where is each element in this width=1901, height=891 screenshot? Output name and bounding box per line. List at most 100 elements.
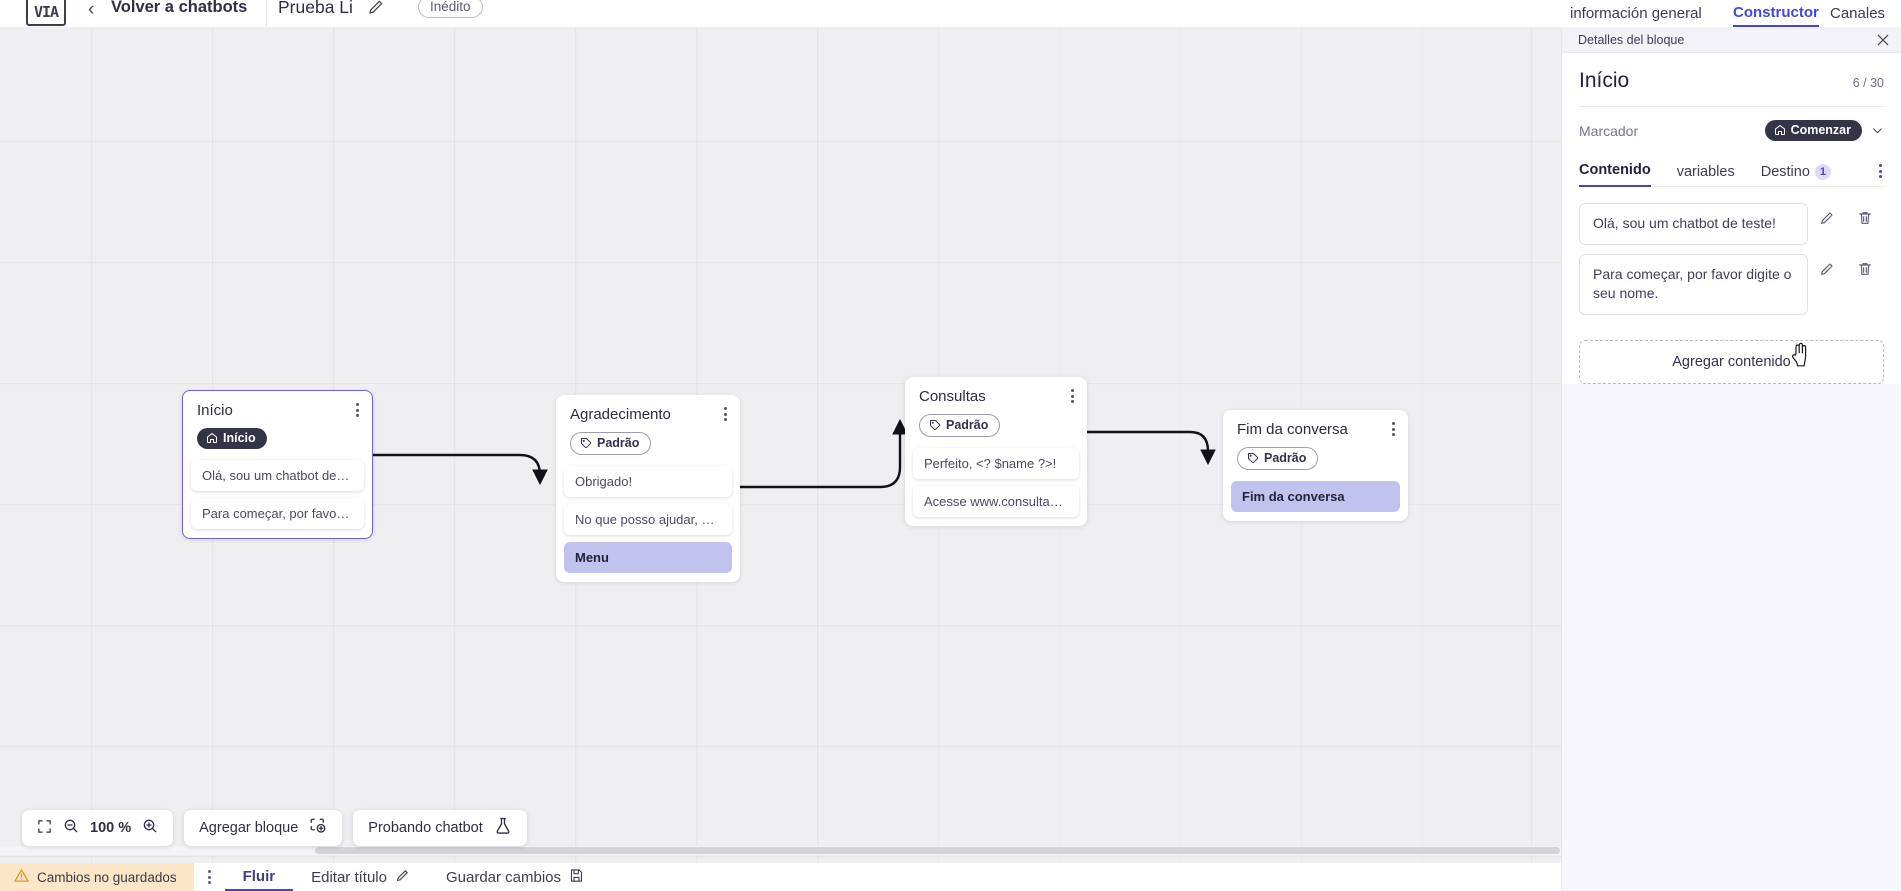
close-icon[interactable] [1875, 32, 1891, 48]
node-message[interactable]: Para começar, por favor digite o ... [191, 498, 364, 529]
save-changes-button[interactable]: Guardar cambios [428, 863, 602, 891]
node-header: Início Início [183, 391, 372, 456]
marker-row: Marcador Comenzar [1579, 107, 1884, 155]
marker-badge-label: Comenzar [1790, 123, 1851, 137]
node-menu-button[interactable] [1070, 389, 1074, 403]
flow-node-agradecimento[interactable]: Agradecimento Padrão Obrigado! No que po… [556, 395, 740, 582]
tab-informacion-general[interactable]: información general [1570, 5, 1702, 22]
edit-title-label: Editar título [311, 868, 387, 886]
node-message-menu[interactable]: Menu [564, 542, 732, 573]
node-title: Agradecimento [570, 406, 671, 423]
node-menu-button[interactable] [1391, 422, 1395, 436]
marker-label: Marcador [1579, 122, 1639, 139]
block-title: Início [1579, 69, 1630, 92]
marker-badge[interactable]: Comenzar [1764, 120, 1862, 141]
test-chatbot-button[interactable]: Probando chatbot [353, 810, 527, 846]
node-tag-badge[interactable]: Padrão [919, 414, 1001, 437]
edit-title-pencil-icon[interactable] [367, 0, 385, 16]
panel-header-title: Detalles del bloque [1578, 32, 1685, 47]
tag-icon [1248, 453, 1259, 464]
flow-canvas[interactable]: Início Início Olá, sou um chatbot de tes… [0, 27, 1561, 863]
statusbar-menu-button[interactable] [207, 870, 211, 884]
flow-node-fim-da-conversa[interactable]: Fim da conversa Padrão Fim da conversa [1223, 410, 1408, 521]
node-tag-label: Padrão [946, 418, 989, 432]
panel-header: Detalles del bloque [1562, 27, 1901, 53]
panel-tabs-menu-button[interactable] [1879, 164, 1882, 178]
node-tag-label: Padrão [1264, 451, 1307, 465]
statusbar-tab-fluir[interactable]: Fluir [224, 863, 294, 891]
block-details-panel: Detalles del bloque Início 6 / 30 Marcad… [1561, 27, 1901, 891]
node-header: Agradecimento Padrão [556, 395, 740, 462]
topbar-divider [266, 0, 267, 26]
edit-content-pencil-icon[interactable] [1808, 261, 1846, 277]
node-header: Consultas Padrão [905, 377, 1087, 444]
tab-variables[interactable]: variables [1677, 164, 1735, 187]
delete-content-trash-icon[interactable] [1846, 261, 1884, 277]
zoom-controls: 100 % [22, 810, 174, 846]
flow-node-inicio[interactable]: Início Início Olá, sou um chatbot de tes… [182, 390, 373, 539]
tab-constructor[interactable]: Constructor [1733, 4, 1819, 27]
add-block-icon [309, 817, 327, 839]
edit-title-button[interactable]: Editar título [293, 863, 428, 891]
save-changes-label: Guardar cambios [445, 868, 562, 886]
tab-canales[interactable]: Canales [1830, 5, 1886, 22]
chevron-down-icon[interactable] [1871, 124, 1884, 137]
workspace-tabs: información general Constructor Canales [1561, 0, 1901, 27]
node-message-end[interactable]: Fim da conversa [1231, 481, 1400, 512]
add-block-label: Agregar bloque [199, 820, 299, 836]
back-chevron-icon[interactable]: ‹ [88, 0, 95, 20]
test-chatbot-label: Probando chatbot [368, 820, 483, 836]
node-messages: Fim da conversa [1223, 477, 1408, 521]
app-logo[interactable]: VIA [26, 0, 66, 26]
node-messages: Obrigado! No que posso ajudar, <? $name … [556, 462, 740, 582]
add-content-label: Agregar contenido [1672, 353, 1791, 370]
node-messages: Olá, sou um chatbot de teste! Para começ… [183, 456, 372, 538]
node-message[interactable]: Olá, sou um chatbot de teste! [191, 460, 364, 491]
tab-contenido[interactable]: Contenido [1579, 162, 1651, 187]
zoom-in-icon[interactable] [142, 818, 158, 838]
node-tag-badge[interactable]: Início [197, 428, 267, 449]
canvas-horizontal-scrollbar[interactable] [315, 847, 1560, 854]
node-tag-badge[interactable]: Padrão [1237, 447, 1319, 470]
node-title: Fim da conversa [1237, 421, 1348, 438]
delete-content-trash-icon[interactable] [1846, 210, 1884, 226]
content-actions [1808, 254, 1884, 277]
add-block-button[interactable]: Agregar bloque [184, 810, 343, 846]
node-menu-button[interactable] [723, 407, 727, 421]
back-to-chatbots-link[interactable]: Volver a chatbots [111, 0, 248, 16]
flask-icon [494, 817, 512, 839]
node-message[interactable]: Perfeito, <? $name ?>! [913, 448, 1079, 479]
tag-icon [930, 420, 941, 431]
content-text[interactable]: Olá, sou um chatbot de teste! [1579, 203, 1808, 245]
node-message[interactable]: No que posso ajudar, <? $name ... [564, 504, 732, 535]
content-list: Olá, sou um chatbot de teste! [1579, 187, 1884, 315]
fit-screen-icon[interactable] [37, 819, 52, 838]
node-message[interactable]: Obrigado! [564, 466, 732, 497]
node-menu-button[interactable] [355, 403, 359, 417]
block-counter: 6 / 30 [1852, 76, 1884, 90]
zoom-level-label: 100 % [90, 820, 132, 836]
tab-variables-label: variables [1676, 164, 1735, 180]
unsaved-changes-banner: Cambios no guardados [0, 863, 194, 891]
add-content-button[interactable]: Agregar contenido [1579, 339, 1884, 384]
page-title: Prueba Li [278, 0, 353, 17]
node-title: Início [197, 402, 233, 419]
node-header: Fim da conversa Padrão [1223, 410, 1408, 477]
warning-icon [14, 868, 29, 886]
node-tag-badge[interactable]: Padrão [570, 432, 652, 455]
edit-content-pencil-icon[interactable] [1808, 210, 1846, 226]
tag-icon [581, 438, 592, 449]
flow-node-consultas[interactable]: Consultas Padrão Perfeito, <? $name ?>! … [905, 377, 1087, 526]
canvas-toolbar: 100 % Agregar bloque Probando chatbot [22, 810, 527, 846]
home-icon [207, 433, 217, 443]
zoom-out-icon[interactable] [63, 818, 79, 838]
fluir-label: Fluir [242, 867, 276, 885]
node-tag-label: Início [223, 431, 256, 445]
save-disk-icon [569, 868, 584, 887]
node-message[interactable]: Acesse www.consultas.com par... [913, 486, 1079, 517]
content-text[interactable]: Para começar, por favor digite o seu nom… [1579, 253, 1808, 315]
home-icon [1774, 125, 1785, 135]
